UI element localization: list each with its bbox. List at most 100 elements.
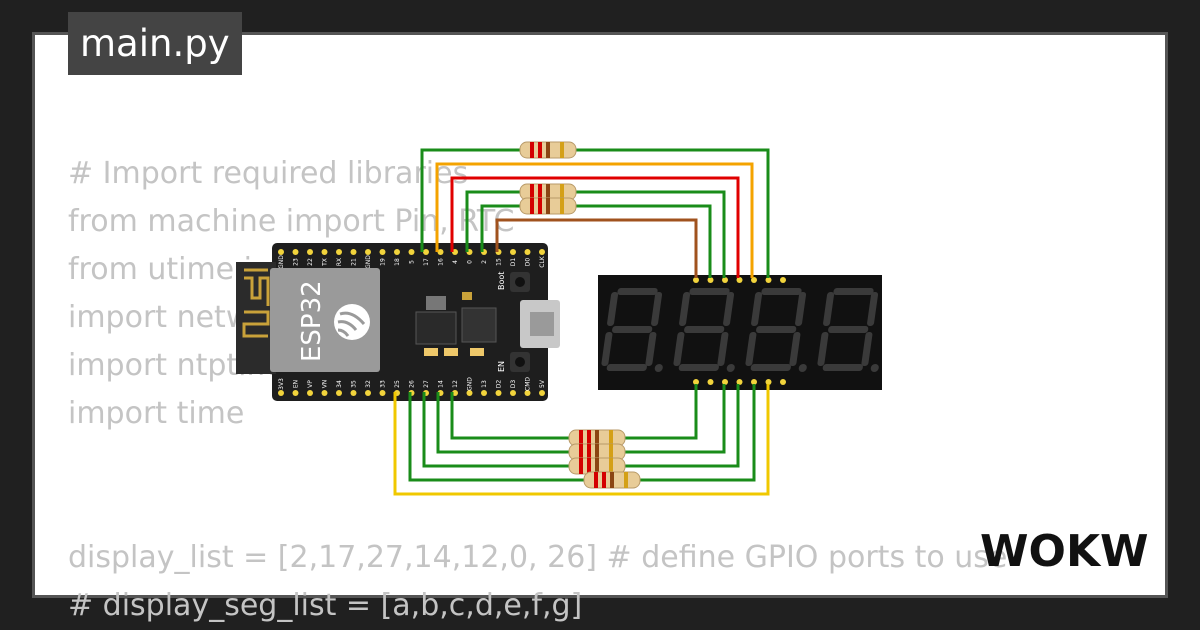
header-pin[interactable] [437, 249, 444, 255]
usb-port-icon [520, 300, 560, 348]
resistor-icon[interactable] [568, 443, 626, 461]
header-pin[interactable] [510, 390, 516, 396]
segment [607, 292, 619, 326]
resistor-icon[interactable] [519, 141, 577, 159]
display-pin[interactable] [736, 277, 743, 283]
header-pin[interactable] [539, 390, 545, 396]
header-pin[interactable] [365, 390, 371, 396]
file-tab[interactable]: main.py [68, 12, 242, 75]
header-pin[interactable] [321, 249, 328, 255]
header-pin[interactable] [278, 390, 284, 396]
wroom-module [270, 268, 380, 372]
header-pin[interactable] [292, 249, 299, 255]
segment [823, 292, 835, 326]
pin-label: D0 [525, 258, 532, 267]
display-pin[interactable] [707, 379, 714, 385]
pin-label: 0 [467, 260, 474, 264]
code-line: # Import required libraries [68, 156, 469, 191]
header-pin[interactable] [379, 390, 386, 396]
espressif-logo-icon [334, 304, 370, 340]
header-pin[interactable] [350, 390, 357, 396]
pin-label: CLK [539, 255, 546, 268]
decimal-point [870, 364, 879, 372]
header-pin[interactable] [394, 249, 400, 255]
segment [673, 332, 685, 366]
display-pin[interactable] [707, 277, 714, 283]
wokwi-logo: WOKWi [980, 526, 1150, 576]
header-pin[interactable] [278, 249, 284, 255]
pin-label: 32 [365, 380, 372, 388]
display-pin[interactable] [722, 277, 728, 283]
pin-label: 18 [394, 258, 401, 266]
header-pin[interactable] [524, 249, 531, 255]
pin-label: VP [307, 380, 314, 388]
header-pin[interactable] [379, 249, 386, 255]
decimal-point [654, 364, 663, 372]
digit [817, 288, 879, 372]
segment [867, 292, 879, 326]
top-wires [420, 148, 770, 278]
header-pin[interactable] [466, 390, 473, 396]
resistor-icon[interactable] [568, 457, 626, 475]
segment [861, 332, 873, 366]
segment [789, 332, 801, 366]
header-pin[interactable] [307, 390, 313, 396]
header-pin[interactable] [321, 390, 328, 396]
seven-segment-display[interactable] [598, 275, 890, 390]
segment [617, 288, 658, 295]
header-pin[interactable] [365, 249, 371, 255]
segment [817, 332, 829, 366]
pin-label: TX [322, 258, 329, 267]
segment [750, 364, 791, 371]
pin-label: 26 [409, 380, 416, 388]
pin-label: D1 [510, 258, 517, 267]
header-pin[interactable] [495, 390, 502, 396]
pin-label: 5 [409, 260, 416, 264]
segment [678, 364, 719, 371]
segment [689, 288, 730, 295]
segment [795, 292, 807, 326]
pin-label: 33 [380, 380, 387, 388]
pin-label: 27 [423, 380, 430, 388]
digit [673, 288, 735, 372]
header-pin[interactable] [510, 249, 516, 255]
resistor-icon[interactable] [519, 197, 577, 215]
display-pin[interactable] [693, 379, 699, 385]
display-pin[interactable] [765, 277, 772, 283]
segment [601, 332, 613, 366]
resistor-icon[interactable] [583, 471, 641, 489]
segment [651, 292, 663, 326]
display-pin[interactable] [722, 379, 728, 385]
display-pin[interactable] [736, 379, 743, 385]
pin-label: D2 [496, 380, 503, 389]
pin-label: CMD [525, 377, 532, 391]
header-pin[interactable] [350, 249, 357, 255]
header-pin[interactable] [408, 249, 415, 255]
display-pin[interactable] [751, 277, 757, 283]
header-pin[interactable] [292, 390, 299, 396]
header-pin[interactable] [423, 249, 429, 255]
display-pin[interactable] [780, 379, 786, 385]
header-pin[interactable] [336, 249, 342, 255]
header-pin[interactable] [524, 390, 531, 396]
decimal-point [798, 364, 807, 372]
header-pin[interactable] [336, 390, 342, 396]
pin-label: 25 [394, 380, 401, 388]
segment [679, 292, 691, 326]
display-pin[interactable] [780, 277, 786, 283]
pin-label: 17 [423, 258, 430, 266]
header-pin[interactable] [539, 249, 545, 255]
display-pin[interactable] [751, 379, 757, 385]
code-line: display_list = [2,17,27,14,12,0, 26] # d… [68, 540, 1008, 575]
chip-label: ESP32 [297, 280, 327, 362]
decimal-point [726, 364, 735, 372]
segment [745, 332, 757, 366]
display-pin[interactable] [765, 379, 772, 385]
pin-label: 19 [380, 258, 387, 266]
display-pin[interactable] [693, 277, 699, 283]
en-label: EN [497, 361, 506, 372]
header-pin[interactable] [481, 390, 487, 396]
pin-label: 3V3 [278, 378, 285, 390]
header-pin[interactable] [307, 249, 313, 255]
